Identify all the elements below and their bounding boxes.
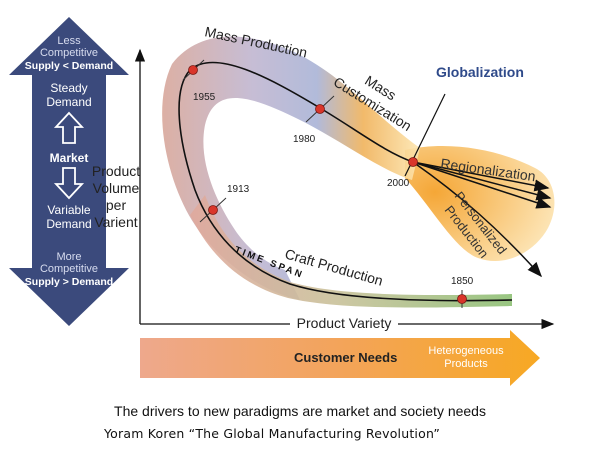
customer-needs-arrow-shape	[140, 330, 540, 386]
x-axis-label-bg	[290, 314, 398, 332]
regionalization-arrow-2	[412, 161, 552, 201]
paradigm-band: 1955 1980 2000 1913 1850 Mass Production…	[162, 23, 555, 308]
caption-drivers: The drivers to new paradigms are market …	[114, 403, 486, 419]
mass-production-band	[162, 36, 420, 301]
products-label: Products	[444, 358, 488, 370]
axes: Product Volume per Varient Product Varie…	[92, 48, 555, 332]
customer-needs-arrow: Customer Needs Heterogeneous Products	[140, 330, 540, 386]
market-label: Market	[50, 151, 89, 165]
y-axis-label-line4: Varient	[94, 214, 137, 230]
market-double-arrow: Less Competitive Supply < Demand Steady …	[9, 17, 129, 326]
future-paradigms-glow	[405, 146, 555, 262]
milestone-1955-dot	[188, 65, 198, 75]
variable-demand-label: Demand	[46, 217, 91, 231]
less-label: Less	[57, 35, 81, 47]
steady-label: Steady	[50, 81, 87, 95]
customer-needs-label: Customer Needs	[294, 350, 397, 365]
milestone-1980-dot	[315, 104, 325, 114]
regionalization-arrow-1	[412, 161, 550, 192]
craft-production-band	[190, 195, 512, 308]
personalized-arrow	[412, 161, 542, 278]
year-1850: 1850	[451, 276, 474, 287]
variable-label: Variable	[47, 203, 90, 217]
up-arrow-icon	[53, 111, 85, 144]
competitive-label-bottom: Competitive	[40, 263, 98, 275]
year-1980: 1980	[293, 134, 316, 145]
milestone-1850-dot	[457, 294, 467, 304]
year-1955: 1955	[193, 92, 216, 103]
competitive-label-top: Competitive	[40, 47, 98, 59]
supply-greater-demand-label: Supply > Demand	[25, 276, 113, 288]
year-1913: 1913	[227, 184, 250, 195]
heterogeneous-label: Heterogeneous	[428, 345, 504, 357]
y-axis-label-line2: Volume	[93, 180, 140, 196]
steady-demand-label: Demand	[46, 95, 91, 109]
milestone-2000-dot	[408, 157, 418, 167]
supply-less-demand-label: Supply < Demand	[25, 60, 113, 72]
y-axis-label-line1: Product	[92, 163, 140, 179]
milestone-1913-dot	[208, 205, 218, 215]
x-axis-label: Product Variety	[297, 315, 392, 331]
year-2000: 2000	[387, 178, 410, 189]
globalization-label: Globalization	[436, 64, 524, 80]
caption-citation: Yoram Koren “The Global Manufacturing Re…	[104, 426, 441, 441]
market-arrow-shape	[9, 17, 129, 326]
down-arrow-icon	[53, 167, 85, 200]
more-label: More	[56, 251, 81, 263]
regionalization-arrow-3	[412, 161, 552, 209]
y-axis-label-line3: per	[106, 197, 127, 213]
